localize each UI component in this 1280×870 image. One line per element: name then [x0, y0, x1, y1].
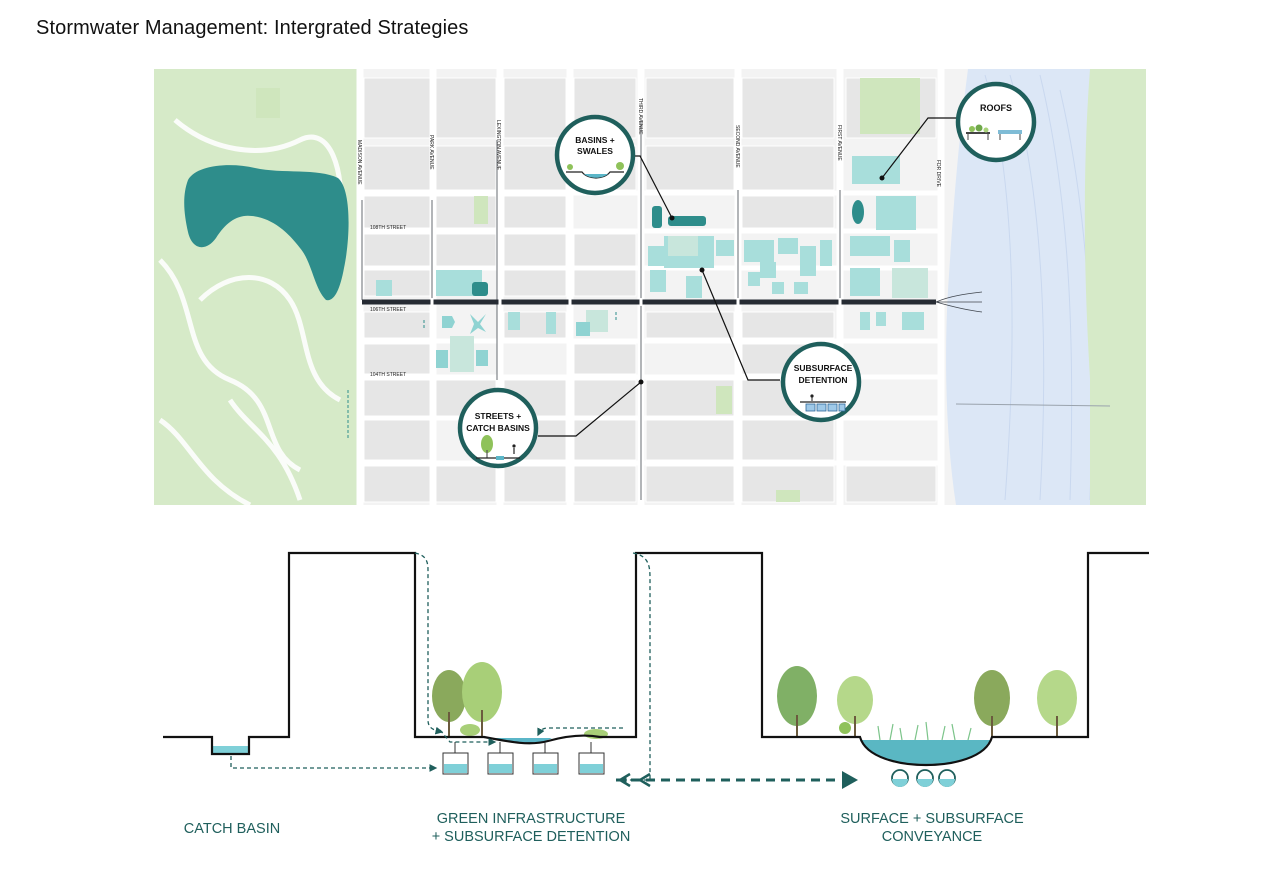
- callout-basins-label-1: BASINS +: [575, 135, 614, 145]
- catch-basin-water: [213, 746, 249, 754]
- callout-leaders: [538, 117, 962, 437]
- street-tree-icon: [476, 435, 520, 460]
- street-label-106th: 106TH STREET: [370, 307, 406, 313]
- avenue-label-second: SECOND AVENUE: [734, 125, 740, 168]
- avenue-label-third: THIRD AVENUE: [637, 98, 643, 135]
- avenue-label-madison: MADISON AVENUE: [356, 140, 362, 185]
- callout-basins-label-2: SWALES: [577, 146, 613, 156]
- avenue-label-fdr: FDR DRIVE: [935, 160, 941, 188]
- ground-profile: [163, 551, 1149, 767]
- green-roof-icon: [966, 124, 1022, 140]
- section-diagram: CATCH BASIN GREEN INFRASTRUCTURE + SUBSU…: [163, 551, 1149, 845]
- conveyance-water: [862, 740, 990, 764]
- label-catch-basin: CATCH BASIN: [184, 821, 280, 837]
- swale-icon: [566, 162, 624, 179]
- detention-tanks-icon: [800, 394, 846, 412]
- callout-subsurface-detention: SUBSURFACE DETENTION: [780, 341, 862, 423]
- callout-basins-swales: BASINS + SWALES: [554, 114, 636, 196]
- street-label-104th: 104TH STREET: [370, 372, 406, 378]
- callout-streets-label-2: CATCH BASINS: [466, 423, 530, 433]
- label-conveyance-2: CONVEYANCE: [882, 829, 983, 845]
- callout-subsurface-label-2: DETENTION: [798, 375, 847, 385]
- callout-roofs-label: ROOFS: [980, 103, 1012, 113]
- avenue-label-first: FIRST AVENUE: [836, 125, 842, 161]
- street-label-108th: 108TH STREET: [370, 225, 406, 231]
- harlem-meer-lake: [184, 165, 349, 301]
- label-green-infrastructure-2: + SUBSURFACE DETENTION: [432, 829, 631, 845]
- flow-arrows: [230, 552, 651, 784]
- label-green-infrastructure-1: GREEN INFRASTRUCTURE: [437, 811, 626, 827]
- trees: [432, 662, 1077, 739]
- label-conveyance-1: SURFACE + SUBSURFACE: [840, 811, 1024, 827]
- main-flow-arrow: [616, 771, 858, 789]
- callout-roofs: ROOFS: [955, 81, 1037, 163]
- callout-streets-label-1: STREETS +: [475, 411, 522, 421]
- avenue-label-park: PARK AVENUE: [428, 135, 434, 170]
- detention-tanks: [442, 742, 605, 775]
- callout-subsurface-label-1: SUBSURFACE: [794, 363, 853, 373]
- avenue-label-lexington: LEXINGTON AVENUE: [495, 120, 501, 171]
- callout-streets-catch-basins: STREETS + CATCH BASINS: [457, 387, 539, 469]
- page-title: Stormwater Management: Intergrated Strat…: [36, 17, 469, 39]
